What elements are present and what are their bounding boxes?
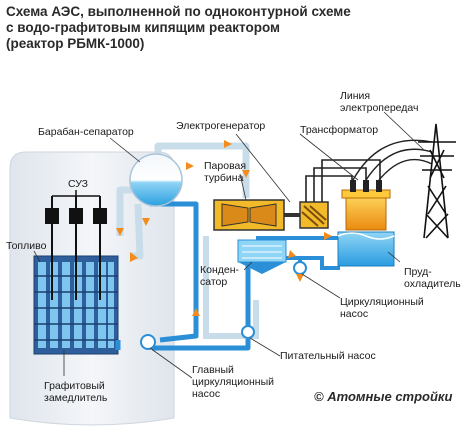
label-drum-separator: Барабан-сепаратор (38, 126, 134, 138)
light-return-pipe (203, 236, 259, 339)
title-line-2: с водо-графитовым кипящим реактором (6, 20, 281, 35)
reactor-core (33, 255, 119, 355)
diagram-title: Схема АЭС, выполненной по одноконтурной … (6, 4, 406, 52)
label-condenser-line-2: сатор (200, 276, 228, 288)
label-power-line: Линия электропередач (340, 90, 418, 114)
label-fuel: Топливо (6, 240, 47, 252)
label-circ-pump-line-1: Циркуляционный (340, 296, 424, 308)
transformer (341, 180, 391, 231)
leader-lines (33, 111, 425, 379)
label-circ-pump-line-2: насос (340, 308, 369, 320)
label-graphite-moderator: Графитовый замедлитель (44, 380, 107, 404)
drum-separator (129, 153, 183, 207)
label-condenser: Конден- сатор (200, 264, 239, 288)
label-main-pump-line-1: Главный (192, 364, 234, 376)
label-powerline-line-1: Линия (340, 90, 371, 102)
label-feed-pump: Питательный насос (280, 350, 376, 362)
label-steam-turbine: Паровая турбина (204, 160, 246, 184)
copyright-notice: © Атомные стройки (314, 389, 453, 404)
label-condenser-line-1: Конден- (200, 264, 240, 276)
title-line-3: (реактор РБМК-1000) (6, 36, 145, 51)
electric-generator (299, 201, 329, 229)
label-main-circulation-pump: Главный циркуляционный насос (192, 364, 274, 400)
transmission-tower (418, 123, 456, 239)
label-turbine-line-1: Паровая (204, 160, 247, 172)
gen-to-transformer-wires (305, 159, 381, 202)
cooling-pond (337, 231, 395, 267)
label-graphite-line-2: замедлитель (44, 392, 108, 404)
flow-arrows (116, 140, 332, 316)
feed-pump (241, 325, 255, 339)
label-turbine-line-2: турбина (204, 172, 244, 184)
label-graphite-line-1: Графитовый (44, 380, 105, 392)
label-pond-line-2: охладитель (404, 278, 461, 290)
condenser (237, 239, 287, 274)
label-powerline-line-2: электропередач (340, 102, 419, 114)
label-main-pump-line-2: циркуляционный (192, 376, 274, 388)
label-main-pump-line-3: насос (192, 388, 221, 400)
label-circulation-pump: Циркуляционный насос (340, 296, 424, 320)
label-generator: Электрогенератор (176, 120, 266, 132)
title-line-1: Схема АЭС, выполненной по одноконтурной … (6, 4, 351, 19)
transformer-to-line-wires (352, 139, 433, 181)
label-pond-line-1: Пруд- (404, 266, 432, 278)
control-rods (45, 190, 107, 300)
main-circulation-pump (140, 334, 156, 350)
circulation-pump (293, 261, 307, 275)
steam-turbine (213, 199, 300, 231)
label-transformer: Трансформатор (300, 124, 379, 136)
label-cooling-pond: Пруд- охладитель (404, 266, 461, 290)
label-suz: СУЗ (68, 178, 89, 190)
water-pipe (115, 201, 251, 351)
